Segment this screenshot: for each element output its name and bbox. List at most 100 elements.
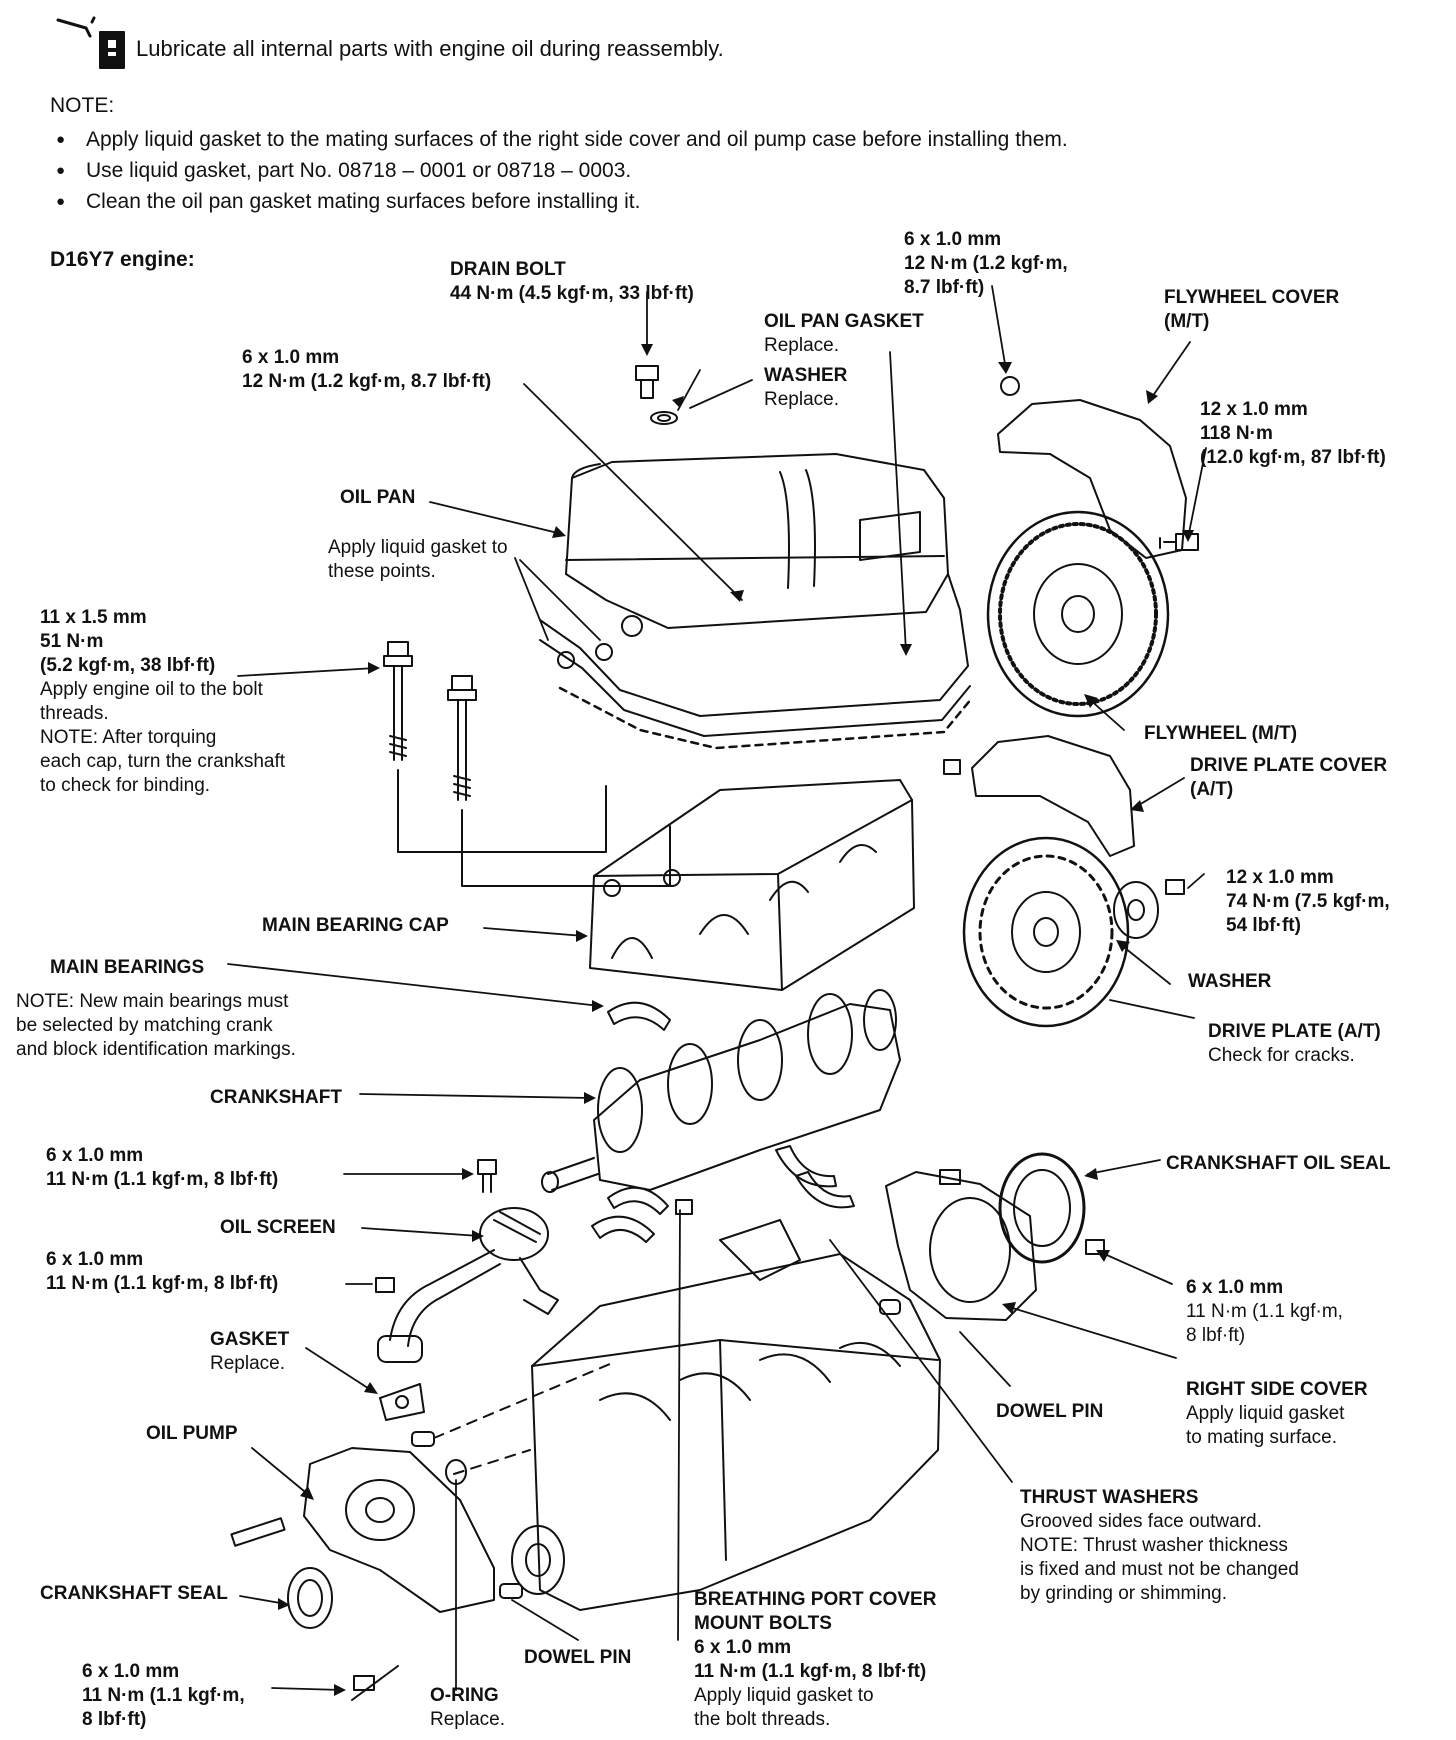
drive-plate-bolt-size: 12 x 1.0 mm bbox=[1226, 867, 1334, 888]
main-bearings-note1: NOTE: New main bearings must bbox=[16, 991, 289, 1012]
label-washer-top: WASHER Replace. bbox=[764, 364, 847, 412]
cap-bolt-note4: each cap, turn the crankshaft bbox=[40, 751, 286, 772]
label-thrust-washers: THRUST WASHERS Grooved sides face outwar… bbox=[1020, 1486, 1299, 1606]
drain-bolt-spec: 44 N·m (4.5 kgf·m, 33 lbf·ft) bbox=[450, 283, 694, 304]
cap-bolt-torque2: (5.2 kgf·m, 38 lbf·ft) bbox=[40, 655, 216, 676]
drive-plate-cover-title: DRIVE PLATE COVER bbox=[1190, 755, 1388, 776]
drive-plate-title: DRIVE PLATE (A/T) bbox=[1208, 1021, 1381, 1042]
dowel-pins-part bbox=[411, 1363, 611, 1599]
note-item: Use liquid gasket, part No. 08718 – 0001… bbox=[56, 155, 1068, 186]
screen-bolt-size: 6 x 1.0 mm bbox=[46, 1145, 144, 1166]
label-gasket: GASKET Replace. bbox=[210, 1328, 289, 1376]
crankshaft-oil-seal-title: CRANKSHAFT OIL SEAL bbox=[1166, 1153, 1391, 1174]
screen-nut-size: 6 x 1.0 mm bbox=[46, 1249, 144, 1270]
oil-screen-part bbox=[375, 1159, 559, 1363]
thrust-washers-l1: Grooved sides face outward. bbox=[1020, 1511, 1262, 1532]
note-item: Apply liquid gasket to the mating surfac… bbox=[56, 124, 1068, 155]
flywheel-bolt-torque2: (12.0 kgf·m, 87 lbf·ft) bbox=[1200, 447, 1386, 468]
cap-bolt-note5: to check for binding. bbox=[40, 775, 211, 796]
label-flywheel: FLYWHEEL (M/T) bbox=[1144, 722, 1297, 746]
oil-screen-title: OIL SCREEN bbox=[220, 1217, 336, 1238]
cap-bolt-note2: threads. bbox=[40, 703, 109, 724]
oil-pan-gasket-sub: Replace. bbox=[764, 335, 839, 356]
washer-top-title: WASHER bbox=[764, 365, 848, 386]
label-washer-mid: WASHER bbox=[1188, 970, 1271, 994]
apply-gasket-line1: Apply liquid gasket to bbox=[328, 537, 508, 558]
drain-bolt-title: DRAIN BOLT bbox=[450, 259, 566, 280]
main-cap-bolts-part bbox=[383, 641, 671, 887]
label-drive-plate: DRIVE PLATE (A/T) Check for cracks. bbox=[1208, 1020, 1381, 1068]
lubrication-note: Lubricate all internal parts with engine… bbox=[136, 36, 724, 61]
breathing-port-n2: the bolt threads. bbox=[694, 1709, 831, 1730]
crankshaft-part bbox=[541, 989, 901, 1193]
label-dowel-pin-right: DOWEL PIN bbox=[996, 1400, 1103, 1424]
breathing-port-size: 6 x 1.0 mm bbox=[694, 1637, 792, 1658]
label-breathing-port: BREATHING PORT COVER MOUNT BOLTS 6 x 1.0… bbox=[694, 1588, 936, 1732]
dowel-pin-bottom-title: DOWEL PIN bbox=[524, 1647, 632, 1668]
flywheel-part bbox=[986, 510, 1199, 718]
label-main-bearings-note: NOTE: New main bearings must be selected… bbox=[16, 990, 296, 1062]
flywheel-bolt-size: 12 x 1.0 mm bbox=[1200, 399, 1308, 420]
label-oil-screen: OIL SCREEN bbox=[220, 1216, 336, 1240]
engine-label: D16Y7 engine: bbox=[50, 248, 195, 271]
right-side-cover-title: RIGHT SIDE COVER bbox=[1186, 1379, 1368, 1400]
thrust-washers-l4: by grinding or shimming. bbox=[1020, 1583, 1227, 1604]
label-crankshaft: CRANKSHAFT bbox=[210, 1086, 342, 1110]
main-bearings-title: MAIN BEARINGS bbox=[50, 957, 205, 978]
pump-bolt-torque1: 11 N·m (1.1 kgf·m, bbox=[82, 1685, 245, 1706]
drive-plate-bolt-torque1: 74 N·m (7.5 kgf·m, bbox=[1226, 891, 1390, 912]
dowel-pin-right-title: DOWEL PIN bbox=[996, 1401, 1104, 1422]
drive-plate-cover-sub: (A/T) bbox=[1190, 779, 1234, 800]
label-right-side-cover: RIGHT SIDE COVER Apply liquid gasket to … bbox=[1186, 1378, 1368, 1450]
top-bolt-size: 6 x 1.0 mm bbox=[904, 229, 1002, 250]
main-bearings-part bbox=[591, 1001, 855, 1243]
crankshaft-title: CRANKSHAFT bbox=[210, 1087, 342, 1108]
apply-gasket-line2: these points. bbox=[328, 561, 436, 582]
cap-bolt-size: 11 x 1.5 mm bbox=[40, 607, 147, 628]
label-oil-pan-gasket: OIL PAN GASKET Replace. bbox=[764, 310, 924, 358]
drive-plate-bolt-torque2: 54 lbf·ft) bbox=[1226, 915, 1301, 936]
washer-top-sub: Replace. bbox=[764, 389, 839, 410]
oil-pan-gasket-part bbox=[558, 686, 974, 750]
engine-block-part bbox=[511, 1199, 941, 1611]
flywheel-bolt-torque1: 118 N·m bbox=[1200, 423, 1273, 444]
label-drive-plate-bolt: 12 x 1.0 mm 74 N·m (7.5 kgf·m, 54 lbf·ft… bbox=[1226, 866, 1390, 938]
oil-can-icon bbox=[56, 16, 125, 69]
right-side-cover-sub1: Apply liquid gasket bbox=[1186, 1403, 1345, 1424]
top-bolt-torque2: 8.7 lbf·ft) bbox=[904, 277, 985, 298]
right-side-cover-sub2: to mating surface. bbox=[1186, 1427, 1338, 1448]
screen-nut-torque: 11 N·m (1.1 kgf·m, 8 lbf·ft) bbox=[46, 1273, 279, 1294]
washer-mid-title: WASHER bbox=[1188, 971, 1272, 992]
note-item: Clean the oil pan gasket mating surfaces… bbox=[56, 186, 1068, 217]
label-crankshaft-oil-seal: CRANKSHAFT OIL SEAL bbox=[1166, 1152, 1390, 1176]
cap-bolt-torque1: 51 N·m bbox=[40, 631, 104, 652]
o-ring-title: O-RING bbox=[430, 1685, 499, 1706]
label-flywheel-cover: FLYWHEEL COVER (M/T) bbox=[1164, 286, 1339, 334]
top-bolt-torque1: 12 N·m (1.2 kgf·m, bbox=[904, 253, 1068, 274]
arrowheads bbox=[278, 344, 1194, 1696]
pump-bolt-size: 6 x 1.0 mm bbox=[82, 1661, 180, 1682]
drive-plate-sub: Check for cracks. bbox=[1208, 1045, 1355, 1066]
label-o-ring: O-RING Replace. bbox=[430, 1684, 505, 1732]
label-cap-bolt: 11 x 1.5 mm 51 N·m (5.2 kgf·m, 38 lbf·ft… bbox=[40, 606, 285, 798]
label-drain-bolt: DRAIN BOLT 44 N·m (4.5 kgf·m, 33 lbf·ft) bbox=[450, 258, 694, 306]
drive-plate-cover-part bbox=[943, 735, 1135, 857]
label-main-bearings: MAIN BEARINGS bbox=[50, 956, 204, 980]
gasket-sub: Replace. bbox=[210, 1353, 285, 1374]
leader-lines bbox=[227, 285, 1207, 1691]
label-oil-pan: OIL PAN bbox=[340, 486, 415, 510]
label-side-cover-bolt: 6 x 1.0 mm 11 N·m (1.1 kgf·m, 8 lbf·ft) bbox=[1186, 1276, 1343, 1348]
thrust-washers-title: THRUST WASHERS bbox=[1020, 1487, 1199, 1508]
side-cover-bolt-torque2: 8 lbf·ft) bbox=[1186, 1325, 1246, 1346]
label-crankshaft-seal: CRANKSHAFT SEAL bbox=[40, 1582, 228, 1606]
screen-bolt-torque: 11 N·m (1.1 kgf·m, 8 lbf·ft) bbox=[46, 1169, 279, 1190]
main-bearing-cap-title: MAIN BEARING CAP bbox=[262, 915, 449, 936]
label-dowel-pin-bottom: DOWEL PIN bbox=[524, 1646, 631, 1670]
oil-pan-part bbox=[539, 453, 971, 737]
flywheel-cover-sub: (M/T) bbox=[1164, 311, 1210, 332]
thrust-washers-l3: is fixed and must not be changed bbox=[1020, 1559, 1299, 1580]
label-top-bolt: 6 x 1.0 mm 12 N·m (1.2 kgf·m, 8.7 lbf·ft… bbox=[904, 228, 1068, 300]
oil-pan-title: OIL PAN bbox=[340, 487, 416, 508]
crankshaft-seal-title: CRANKSHAFT SEAL bbox=[40, 1583, 228, 1604]
